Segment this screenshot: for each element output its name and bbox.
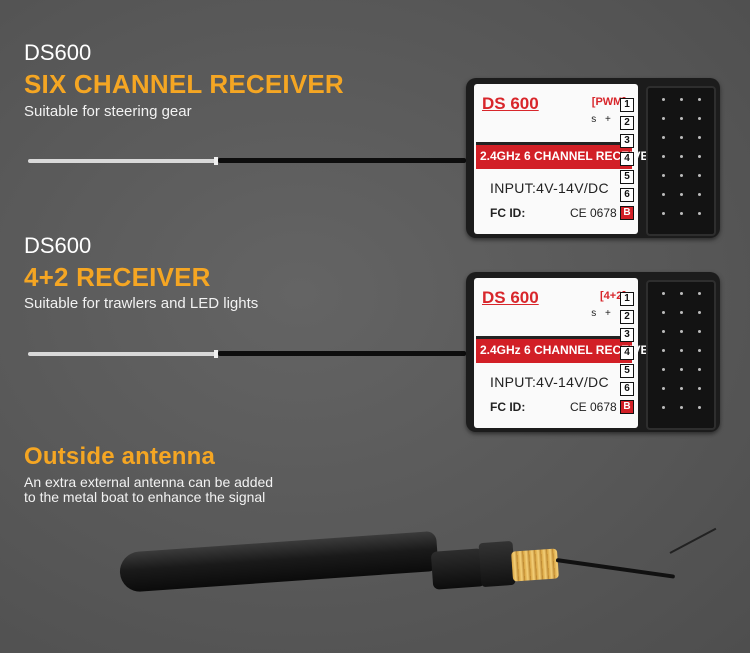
channel-label: 1 [620,292,634,306]
header-pin [698,292,701,295]
antenna-wire-2 [218,351,466,356]
receiver-band-text: 2.4GHz 6 CHANNEL RECEIVER [480,149,658,163]
channel-label: 4 [620,152,634,166]
channel-label-bind: B [620,400,634,414]
header-pin [698,349,701,352]
header-pin [680,212,683,215]
header-pin [698,406,701,409]
section2-title: 4+2 RECEIVER [24,262,211,292]
header-pin [680,98,683,101]
fcc-logo-icon: FC ID: [490,400,526,414]
antenna-wire-tip-2 [28,352,218,356]
antenna-wire-band-2 [214,350,218,358]
header-pin [698,98,701,101]
fcc-logo-icon: FC ID: [490,206,526,220]
ce-mark-icon: CE 0678 [570,206,617,220]
servo-pin-header [646,280,716,430]
header-pin [698,117,701,120]
section3-title: Outside antenna [24,443,216,470]
header-pin [662,311,665,314]
header-pin [698,136,701,139]
header-pin [680,368,683,371]
header-pin [680,406,683,409]
antenna-wire-1 [218,158,466,163]
header-pin [698,368,701,371]
receiver-six-channel: DS 600 [PWM] s + - 2.4GHz 6 CHANNEL RECE… [466,78,720,238]
section1-description: Suitable for steering gear [24,103,192,120]
header-pin [680,387,683,390]
header-pin [662,155,665,158]
header-pin [662,212,665,215]
header-pin [662,117,665,120]
header-pin [680,330,683,333]
channel-label: 6 [620,382,634,396]
section3-description-line2: to the metal boat to enhance the signal [24,489,266,505]
receiver-input-text: INPUT:4V-14V/DC [490,180,609,196]
header-pin [698,193,701,196]
channel-label: 3 [620,134,634,148]
channel-label: 2 [620,310,634,324]
header-pin [662,349,665,352]
header-pin [680,193,683,196]
receiver-band-stripe: 2.4GHz 6 CHANNEL RECEIVER [476,336,657,363]
header-pin [662,406,665,409]
header-pin [662,193,665,196]
channel-label: 5 [620,170,634,184]
ce-mark-icon: CE 0678 [570,400,617,414]
receiver-input-text: INPUT:4V-14V/DC [490,374,609,390]
channel-label: 2 [620,116,634,130]
header-pin [662,136,665,139]
receiver-model-text: DS 600 [482,288,539,307]
header-pin [662,330,665,333]
channel-label-bind: B [620,206,634,220]
receiver-label: DS 600 [4+2] s + - 2.4GHz 6 CHANNEL RECE… [474,278,657,428]
header-pin [680,292,683,295]
header-pin [662,387,665,390]
header-pin [680,155,683,158]
receiver-label: DS 600 [PWM] s + - 2.4GHz 6 CHANNEL RECE… [474,84,657,234]
section2-description: Suitable for trawlers and LED lights [24,295,259,312]
header-pin [680,349,683,352]
receiver-polarity-text: s + - [591,114,626,125]
header-pin [698,174,701,177]
section1-model: DS600 [24,40,92,65]
servo-pin-header [646,86,716,236]
section2-model: DS600 [24,233,92,258]
header-pin [662,292,665,295]
section1-title: SIX CHANNEL RECEIVER [24,69,344,99]
header-pin [662,368,665,371]
channel-label: 5 [620,364,634,378]
sma-connector [511,548,559,582]
receiver-mode-text: [4+2] [600,290,626,302]
header-pin [698,330,701,333]
channel-label: 6 [620,188,634,202]
header-pin [698,311,701,314]
antenna-nut [478,540,516,588]
receiver-band-stripe: 2.4GHz 6 CHANNEL RECEIVER [476,142,657,169]
channel-label: 1 [620,98,634,112]
channel-label: 3 [620,328,634,342]
receiver-mode-text: [PWM] [591,96,626,108]
header-pin [680,136,683,139]
channel-label: 4 [620,346,634,360]
section3-description-line1: An extra external antenna can be added [24,474,274,490]
header-pin [662,98,665,101]
receiver-polarity-text: s + - [591,308,626,319]
header-pin [680,117,683,120]
header-pin [680,311,683,314]
header-pin [680,174,683,177]
header-pin [698,212,701,215]
antenna-wire-tip-1 [28,159,218,163]
receiver-model-text: DS 600 [482,94,539,113]
antenna-joint [430,548,486,590]
header-pin [698,387,701,390]
receiver-band-text: 2.4GHz 6 CHANNEL RECEIVER [480,343,658,357]
receiver-4plus2: DS 600 [4+2] s + - 2.4GHz 6 CHANNEL RECE… [466,272,720,432]
antenna-wire-band-1 [214,157,218,165]
header-pin [662,174,665,177]
header-pin [698,155,701,158]
